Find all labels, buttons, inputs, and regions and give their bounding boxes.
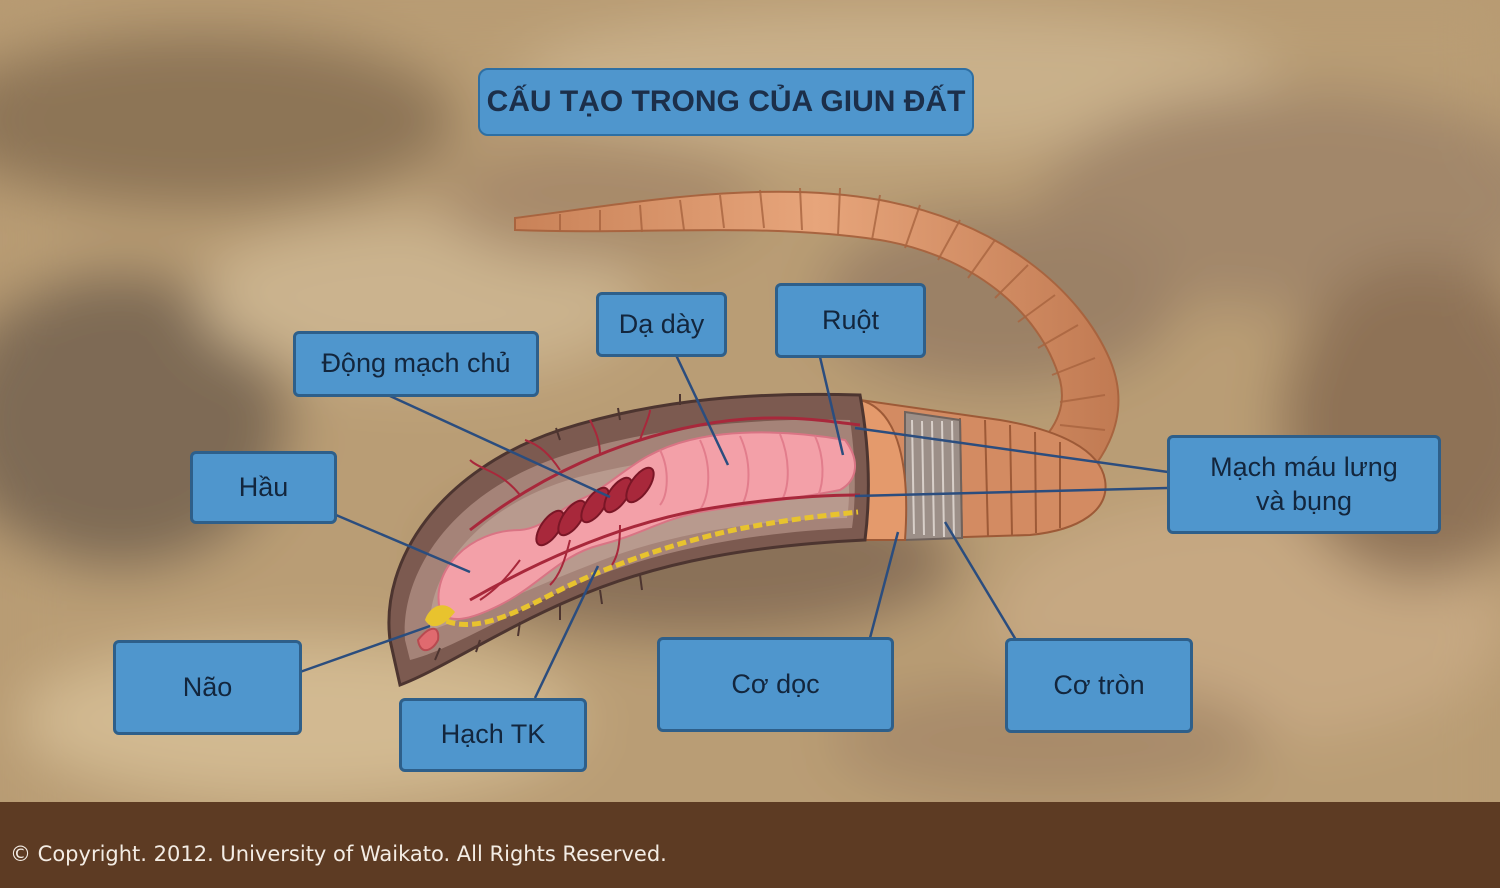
label-hau-text: Hầu: [238, 471, 289, 502]
label-mach-mau-text: Mạch máu lưng và bụng: [1210, 451, 1398, 516]
label-da-day: Dạ dày: [596, 292, 727, 357]
leader-mach-mau-1: [854, 426, 1169, 474]
leader-da-day: [674, 354, 730, 466]
copyright-text: © Copyright. 2012. University of Waikato…: [10, 842, 667, 866]
leader-co-tron: [943, 521, 1018, 641]
label-hach-tk-text: Hạch TK: [440, 719, 546, 750]
worm-open-body: [387, 392, 870, 688]
leader-co-doc: [868, 531, 900, 639]
leader-mach-mau-2: [854, 486, 1169, 498]
label-hach-tk: Hạch TK: [399, 698, 587, 772]
label-ruot: Ruột: [775, 283, 926, 358]
leader-hach-tk: [533, 565, 600, 699]
leader-dong-mach-chu: [389, 394, 611, 499]
title-box: CẤU TẠO TRONG CỦA GIUN ĐẤT: [478, 68, 974, 136]
leader-lines: [299, 354, 1169, 699]
footer-bar: © Copyright. 2012. University of Waikato…: [0, 802, 1500, 888]
label-co-doc-text: Cơ dọc: [731, 668, 820, 699]
leader-hau: [335, 513, 471, 574]
label-co-tron-text: Cơ tròn: [1053, 669, 1145, 700]
label-dong-mach-chu: Động mạch chủ: [293, 331, 539, 397]
leader-ruot: [818, 356, 845, 456]
worm-mid-body: [858, 398, 1107, 542]
diagram-title: CẤU TẠO TRONG CỦA GIUN ĐẤT: [486, 85, 966, 118]
label-co-tron: Cơ tròn: [1005, 638, 1193, 733]
label-co-doc: Cơ dọc: [657, 637, 894, 732]
label-mach-mau-lung-bung: Mạch máu lưng và bụng: [1167, 435, 1441, 534]
label-ruot-text: Ruột: [821, 304, 880, 335]
label-hau: Hầu: [190, 451, 337, 524]
leader-nao: [299, 624, 431, 674]
label-nao: Não: [113, 640, 302, 735]
label-dong-mach-chu-text: Động mạch chủ: [321, 348, 511, 379]
label-nao-text: Não: [182, 671, 233, 702]
label-da-day-text: Dạ dày: [618, 308, 705, 339]
